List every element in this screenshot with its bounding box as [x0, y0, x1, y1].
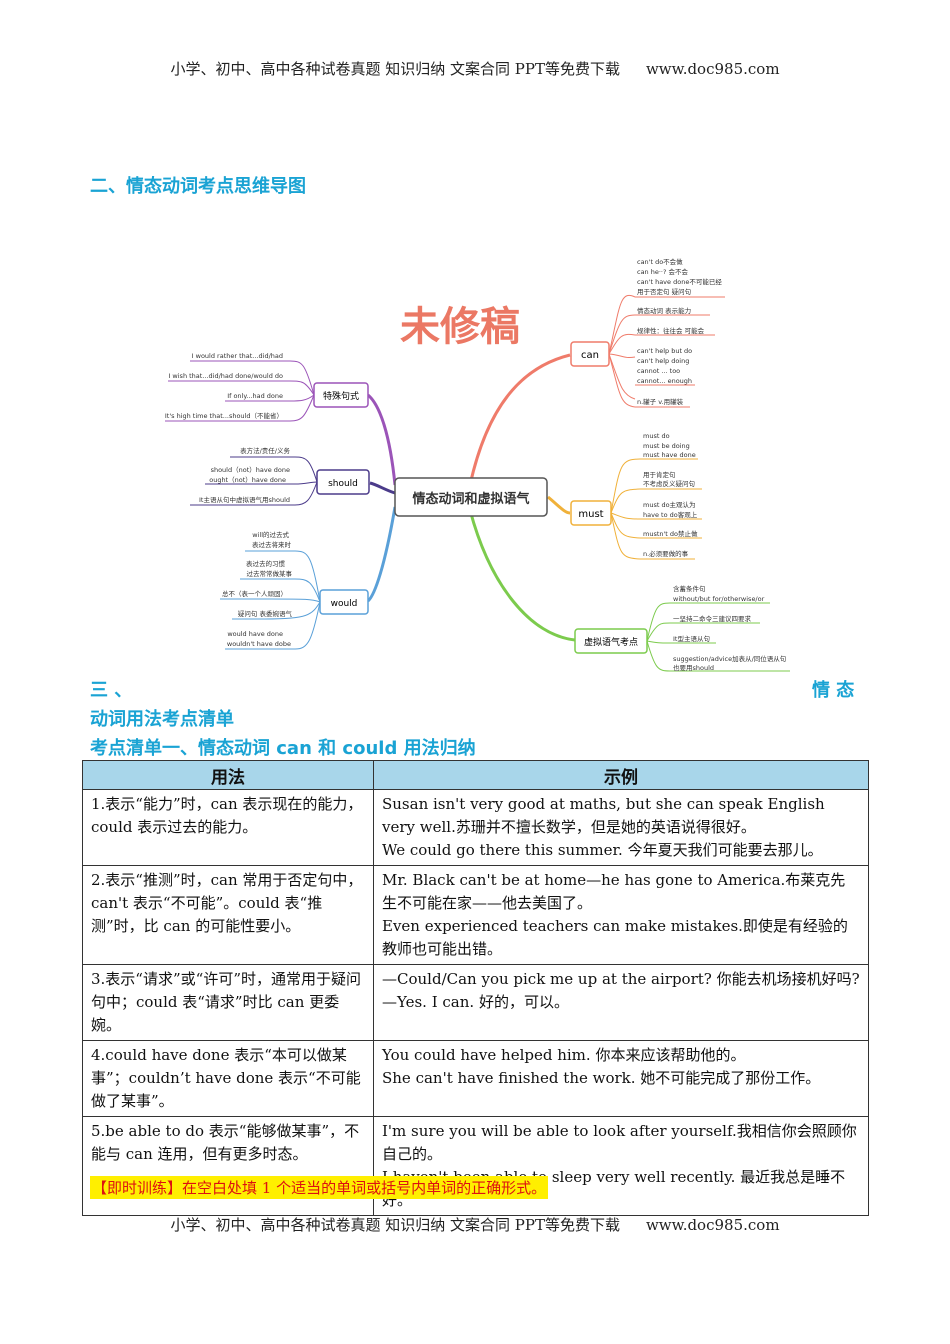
special-leaf: If only...had done: [227, 392, 283, 400]
example-cell: Mr. Black can't be at home—he has gone t…: [373, 865, 869, 965]
must-leaf: must do主观认为: [643, 500, 696, 509]
must-leaf: n.必须要做的事: [643, 549, 689, 558]
example-text: I'm sure you will be able to look after …: [382, 1122, 857, 1163]
should-leaf: It主语从句中虚拟语气用should: [199, 495, 290, 504]
table-header-row: 用法 示例: [82, 760, 869, 790]
special-leaf: I wish that...did/had done/would do: [168, 372, 283, 380]
usage-cell: 2.表示“推测”时，can 常用于否定句中，can't 表示“不可能”。coul…: [82, 865, 374, 965]
page-header: 小学、初中、高中各种试卷真题 知识归纳 文案合同 PPT等免费下载 www.doc…: [0, 58, 950, 79]
example-text: Even experienced teachers can make mista…: [382, 917, 848, 958]
example-cell: Susan isn't very good at maths, but she …: [373, 789, 869, 866]
can-leaf: can't have done不可能已经: [637, 277, 722, 286]
would-leaf: wouldn't have dobe: [227, 640, 291, 648]
must-leaf: must have done: [643, 451, 696, 459]
mind-map: 未修稿 情态动词和虚拟语气 can can't do不会做 can he··? …: [165, 257, 790, 672]
would-leaf: 表过去的习惯: [246, 559, 286, 568]
section3-suffix: 情 态: [812, 680, 855, 701]
usage-cell: 5.be able to do 表示“能够做某事”，不能与 can 连用，但有更…: [82, 1116, 374, 1216]
subj-leaf: suggestion/advice加表从/同位语从句: [673, 654, 786, 663]
should-leaf: ought（not）have done: [209, 476, 286, 484]
table-row: 2.表示“推测”时，can 常用于否定句中，can't 表示“不可能”。coul…: [82, 865, 869, 965]
can-leaf: 情态动词 表示能力: [637, 306, 691, 315]
page-footer: 小学、初中、高中各种试卷真题 知识归纳 文案合同 PPT等免费下载 www.doc…: [0, 1214, 950, 1235]
can-leaf: can't do不会做: [637, 257, 683, 266]
subj-leaf: 含蓄条件句: [673, 584, 706, 593]
would-leaf: 总不（表一个人顽固）: [222, 589, 287, 598]
header-text: 小学、初中、高中各种试卷真题 知识归纳 文案合同 PPT等免费下载: [170, 60, 620, 78]
header-examples: 示例: [373, 760, 869, 790]
can-leaf: cannot ... too: [637, 367, 680, 375]
usage-cell: 4.could have done 表示“本可以做某事”；couldn’t ha…: [82, 1040, 374, 1117]
example-text: Susan isn't very good at maths, but she …: [382, 795, 825, 836]
can-leaf: 规律性：往往会 可能会: [637, 326, 705, 335]
usage-cell: 1.表示“能力”时，can 表示现在的能力，could 表示过去的能力。: [82, 789, 374, 866]
can-leaf: cannot... enough: [637, 377, 692, 385]
must-leaf: 不考虑反义疑问句: [643, 479, 695, 488]
usage-table: 用法 示例 1.表示“能力”时，can 表示现在的能力，could 表示过去的能…: [82, 760, 869, 1216]
subj-leaf: 也要用should: [673, 663, 714, 672]
section2-title: 二、情态动词考点思维导图: [90, 176, 306, 197]
would-leaf: will的过去式: [252, 530, 289, 539]
branch-special: 特殊句式: [323, 390, 359, 402]
example-text: We could go there this summer. 今年夏天我们可能要…: [382, 841, 823, 859]
example-text: —Could/Can you pick me up at the airport…: [382, 970, 860, 988]
subj-leaf: without/but for/otherwise/or: [673, 595, 765, 603]
subj-leaf: It型主语从句: [673, 634, 710, 643]
example-cell: You could have helped him. 你本来应该帮助他的。 Sh…: [373, 1040, 869, 1117]
footer-text: 小学、初中、高中各种试卷真题 知识归纳 文案合同 PPT等免费下载: [170, 1216, 620, 1234]
can-leaf: can't help doing: [637, 357, 689, 365]
would-leaf: would have done: [227, 630, 283, 638]
should-leaf: 表方法/责任/义务: [240, 446, 290, 455]
branch-subjunctive: 虚拟语气考点: [584, 636, 638, 648]
usage-cell: 3.表示“请求”或“许可”时，通常用于疑问句中；could 表“请求”时比 ca…: [82, 964, 374, 1041]
special-leaf: I would rather that...did/had: [192, 352, 283, 360]
must-leaf: 用于肯定句: [643, 470, 676, 479]
example-text: —Yes. I can. 好的，可以。: [382, 993, 569, 1011]
special-leaf: It's high time that...should（不能省）: [165, 411, 283, 420]
table-row: 5.be able to do 表示“能够做某事”，不能与 can 连用，但有更…: [82, 1116, 869, 1216]
can-leaf: can he··? 会不会: [637, 267, 689, 276]
subj-leaf: 一坚持二命令三建议四要求: [673, 614, 752, 623]
branch-would: would: [331, 599, 358, 609]
training-instruction: 【即时训练】在空白处填 1 个适当的单词或括号内单词的正确形式。: [90, 1176, 549, 1199]
mindmap-watermark: 未修稿: [400, 304, 520, 350]
example-cell: I'm sure you will be able to look after …: [373, 1116, 869, 1216]
header-usage: 用法: [82, 760, 374, 790]
should-leaf: should（not）have done: [211, 466, 290, 474]
section3-prefix: 三 、: [90, 680, 133, 701]
section3-subtitle: 考点清单一、情态动词 can 和 could 用法归纳: [90, 738, 476, 759]
must-leaf: must be doing: [643, 442, 690, 450]
example-cell: —Could/Can you pick me up at the airport…: [373, 964, 869, 1041]
branch-must: must: [578, 509, 603, 520]
branch-should: should: [328, 479, 358, 489]
table-row: 3.表示“请求”或“许可”时，通常用于疑问句中；could 表“请求”时比 ca…: [82, 964, 869, 1041]
table-row: 1.表示“能力”时，can 表示现在的能力，could 表示过去的能力。 Sus…: [82, 789, 869, 866]
footer-url[interactable]: www.doc985.com: [645, 1216, 780, 1234]
header-url[interactable]: www.doc985.com: [645, 60, 780, 78]
must-leaf: have to do客观上: [643, 510, 698, 519]
can-leaf: n.罐子 v.用罐装: [637, 397, 684, 406]
would-leaf: 表过去将来时: [252, 540, 292, 549]
example-text: You could have helped him. 你本来应该帮助他的。: [382, 1046, 746, 1064]
mindmap-center: 情态动词和虚拟语气: [412, 491, 529, 507]
can-leaf: 用于否定句 疑问句: [637, 287, 691, 296]
would-leaf: 过去常常做某事: [247, 569, 293, 578]
example-text: Mr. Black can't be at home—he has gone t…: [382, 871, 846, 912]
must-leaf: mustn't do禁止做: [643, 529, 698, 538]
example-text: She can't have finished the work. 她不可能完成…: [382, 1069, 821, 1087]
would-leaf: 疑问句 表委婉语气: [238, 609, 293, 618]
can-leaf: can't help but do: [637, 347, 692, 355]
table-row: 4.could have done 表示“本可以做某事”；couldn’t ha…: [82, 1040, 869, 1117]
must-leaf: must do: [643, 432, 670, 440]
branch-can: can: [581, 350, 599, 361]
section3-line2: 动词用法考点清单: [90, 709, 234, 730]
